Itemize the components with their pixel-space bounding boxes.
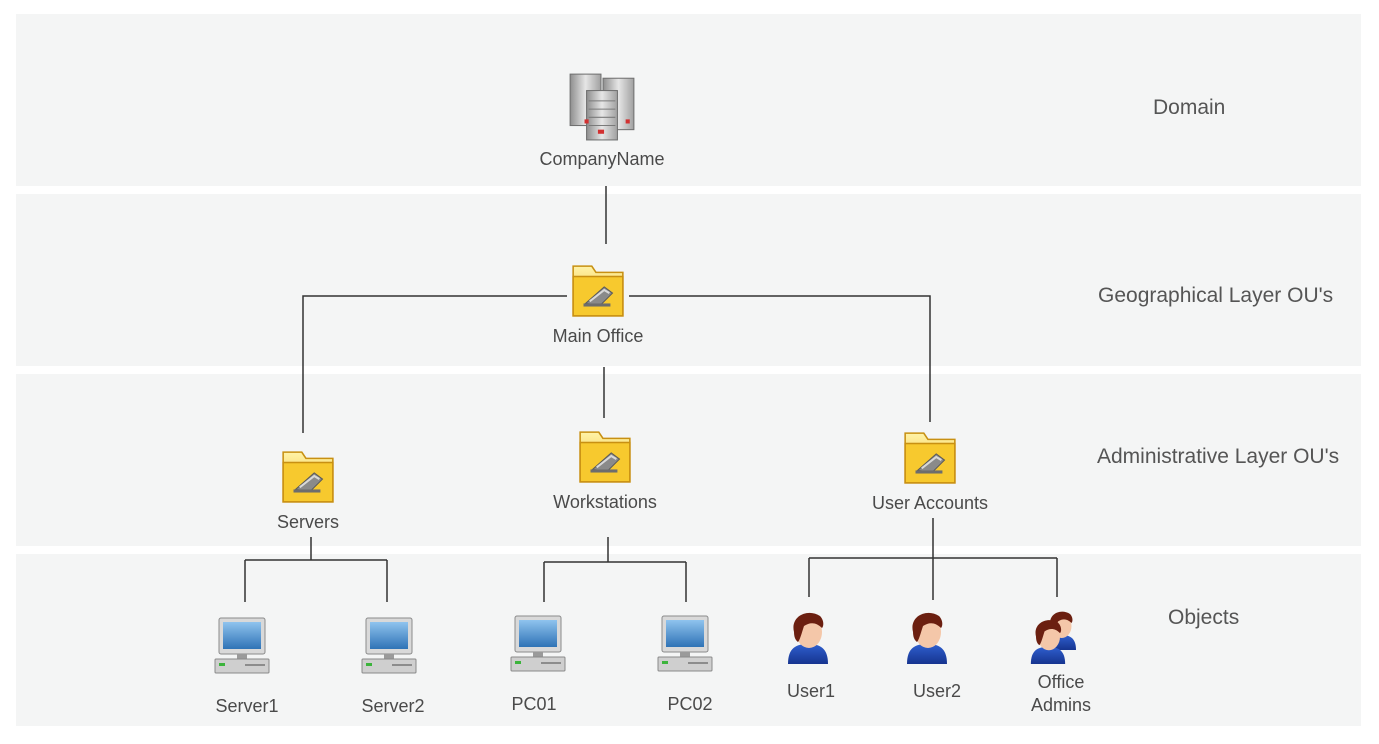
band-administrative (16, 374, 1361, 546)
node-label-user1: User1 (786, 681, 836, 701)
folder-icon (569, 262, 627, 320)
node-label-pc02: PC02 (667, 694, 713, 714)
connector-mainoffice-servers (302, 295, 567, 433)
computer-icon (211, 616, 271, 676)
computer-icon (654, 614, 714, 674)
node-label-company: CompanyName (539, 149, 665, 169)
node-label-user2: User2 (912, 681, 962, 701)
office-admins-line1: Office (1037, 672, 1085, 692)
connector-mainoffice-useraccounts (629, 295, 931, 422)
computer-icon (358, 616, 418, 676)
node-label-workstations: Workstations (553, 492, 657, 512)
node-label-server2: Server2 (361, 696, 425, 716)
folder-icon (279, 448, 337, 506)
server-cluster-icon (566, 70, 638, 142)
node-label-server1: Server1 (215, 696, 279, 716)
layer-label-geographical: Geographical Layer OU's (1098, 284, 1334, 307)
office-admins-line2: Admins (1030, 695, 1092, 715)
node-label-user-accounts: User Accounts (871, 493, 989, 513)
group-icon (1030, 611, 1076, 664)
layer-label-administrative: Administrative Layer OU's (1097, 445, 1340, 468)
connector-workstations-children (543, 537, 687, 602)
computer-icon (507, 614, 567, 674)
folder-icon (901, 429, 959, 487)
band-domain (16, 14, 1361, 186)
band-geographical (16, 194, 1361, 366)
connector-useraccounts-children (808, 518, 1058, 600)
node-label-pc01: PC01 (511, 694, 557, 714)
user-icon (780, 608, 836, 664)
folder-icon (576, 428, 634, 486)
node-label-office-admins: Office Admins (1031, 671, 1091, 717)
node-label-servers: Servers (276, 512, 340, 532)
node-label-main-office: Main Office (552, 326, 644, 346)
layer-label-objects: Objects (1168, 606, 1240, 629)
connector-servers-children (244, 537, 388, 602)
layer-label-domain: Domain (1153, 96, 1226, 119)
user-icon (899, 608, 955, 664)
